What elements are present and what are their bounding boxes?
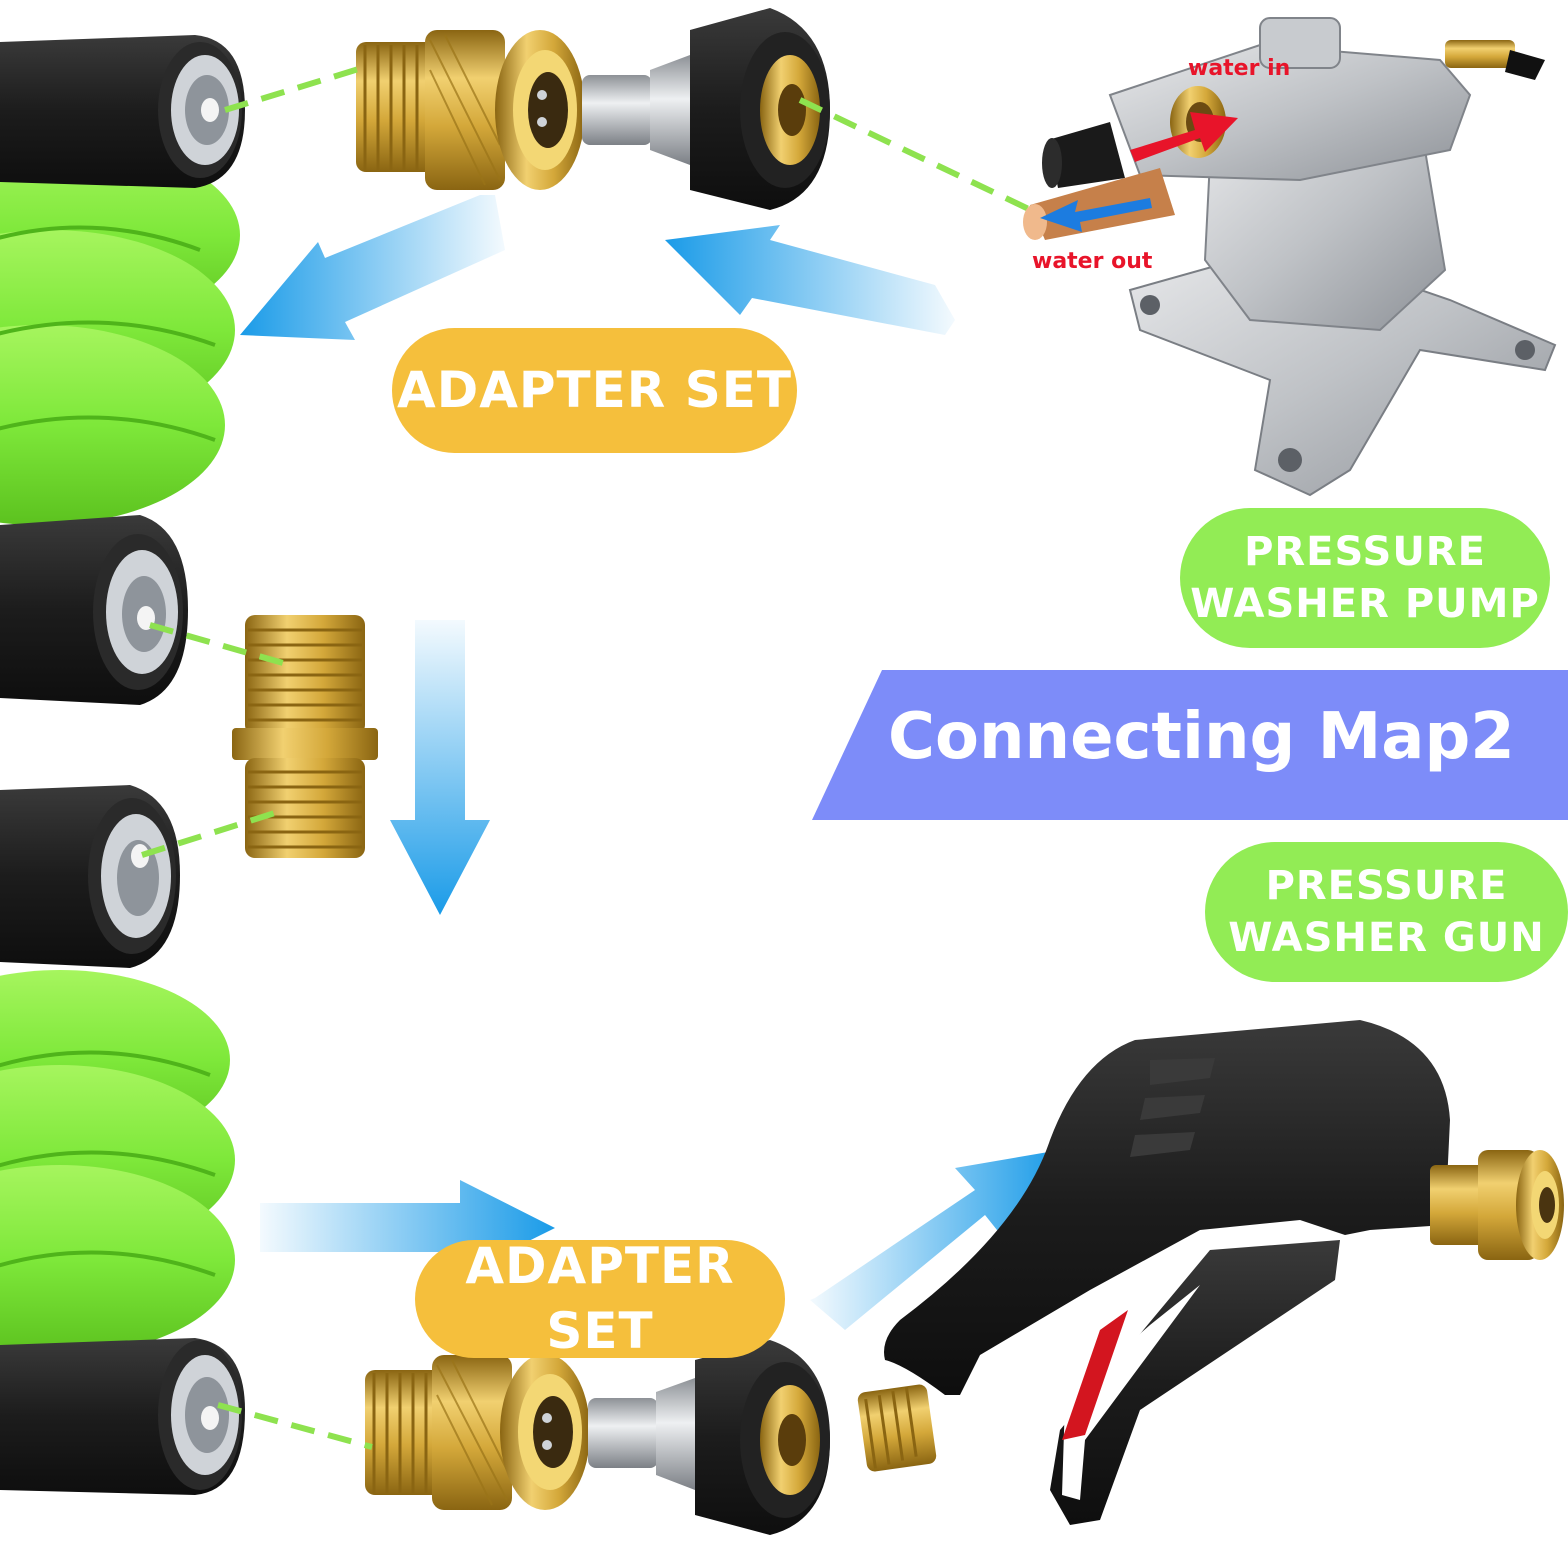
adapter-set-label-bottom: ADAPTER SET: [415, 1237, 785, 1360]
hose-end-fitting-middle-upper: [0, 515, 188, 705]
water-in-label: water in: [1188, 56, 1291, 81]
hose-end-fitting-bottom: [0, 1338, 245, 1495]
adapter-set-label-top-text: ADAPTER SET: [397, 361, 792, 419]
pressure-washer-pump: [1023, 17, 1557, 497]
gun-label-line1: PRESSURE: [1265, 863, 1508, 909]
adapter-set-label-top: ADAPTER SET: [392, 328, 797, 453]
middle-brass-coupler: [232, 615, 378, 858]
bottom-hose-coil: [0, 970, 235, 1355]
adapter-set-label-bottom-text: ADAPTER SET: [465, 1237, 735, 1360]
connecting-map-banner: [812, 670, 1568, 820]
pump-label: PRESSURE WASHER PUMP: [1180, 508, 1550, 648]
gun-label-line2: WASHER GUN: [1228, 915, 1545, 961]
connection-lines: [141, 65, 1037, 1450]
pump-label-line2: WASHER PUMP: [1190, 581, 1540, 627]
top-hose-coil: [0, 140, 240, 525]
water-out-label: water out: [1032, 249, 1153, 274]
hose-end-fitting-top: [0, 35, 245, 188]
gun-label: PRESSURE WASHER GUN: [1205, 842, 1568, 982]
top-adapter-set: [356, 8, 830, 210]
bottom-adapter-set: [365, 1340, 830, 1535]
connecting-map-title: Connecting Map2: [888, 700, 1515, 774]
hose-end-fitting-middle-lower: [0, 785, 180, 968]
pump-label-line1: PRESSURE: [1244, 529, 1486, 575]
pressure-washer-gun: [857, 1020, 1564, 1525]
